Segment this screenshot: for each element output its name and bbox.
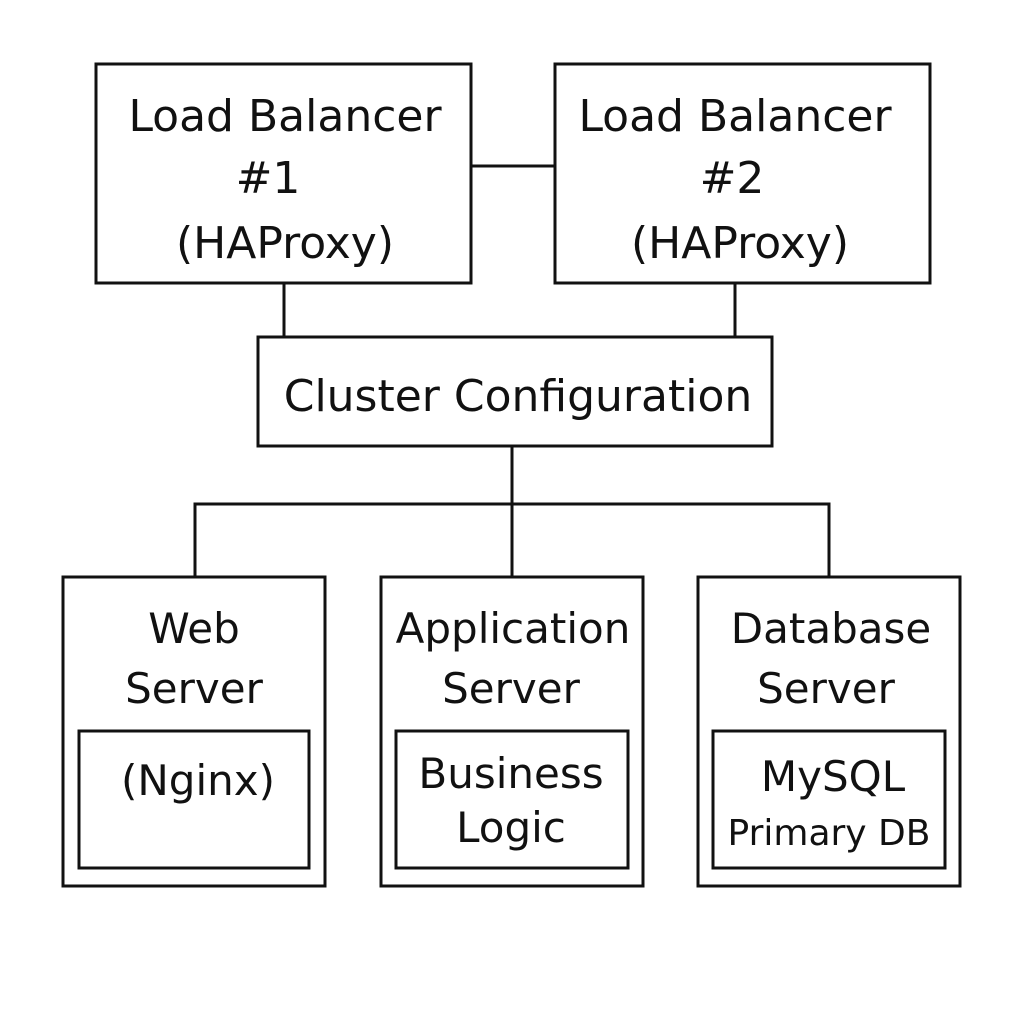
- web-title-line1: Web: [148, 604, 240, 653]
- app-inner-box: [394, 729, 630, 870]
- app-title-line1: Application: [396, 604, 631, 653]
- db-title-line2: Server: [757, 664, 895, 713]
- database-server-node: Database Server MySQL Primary DB: [696, 575, 962, 888]
- web-inner-label: (Nginx): [121, 756, 275, 805]
- app-title-line2: Server: [442, 664, 580, 713]
- lb2-number: #2: [700, 153, 765, 204]
- lb1-title: Load Balancer: [128, 91, 442, 142]
- cluster-label: Cluster Configuration: [284, 371, 753, 422]
- lb1-number: #1: [236, 153, 301, 204]
- web-title-line2: Server: [125, 664, 263, 713]
- web-inner-box: [77, 729, 311, 870]
- db-inner-line2: Primary DB: [728, 813, 931, 854]
- db-title-line1: Database: [731, 604, 931, 653]
- lb2-software: (HAProxy): [631, 218, 849, 269]
- app-inner-line2: Logic: [456, 803, 566, 852]
- application-server-node: Application Server Business Logic: [379, 575, 645, 888]
- load-balancer-2-node: Load Balancer #2 (HAProxy): [553, 62, 932, 285]
- lb1-software: (HAProxy): [176, 218, 394, 269]
- app-inner-line1: Business: [418, 749, 603, 798]
- db-inner-line1: MySQL: [761, 752, 906, 801]
- load-balancer-1-node: Load Balancer #1 (HAProxy): [94, 62, 473, 285]
- db-inner-box: [711, 729, 947, 870]
- cluster-configuration-node: Cluster Configuration: [256, 335, 774, 448]
- lb2-title: Load Balancer: [578, 91, 892, 142]
- web-server-node: Web Server (Nginx): [61, 575, 327, 888]
